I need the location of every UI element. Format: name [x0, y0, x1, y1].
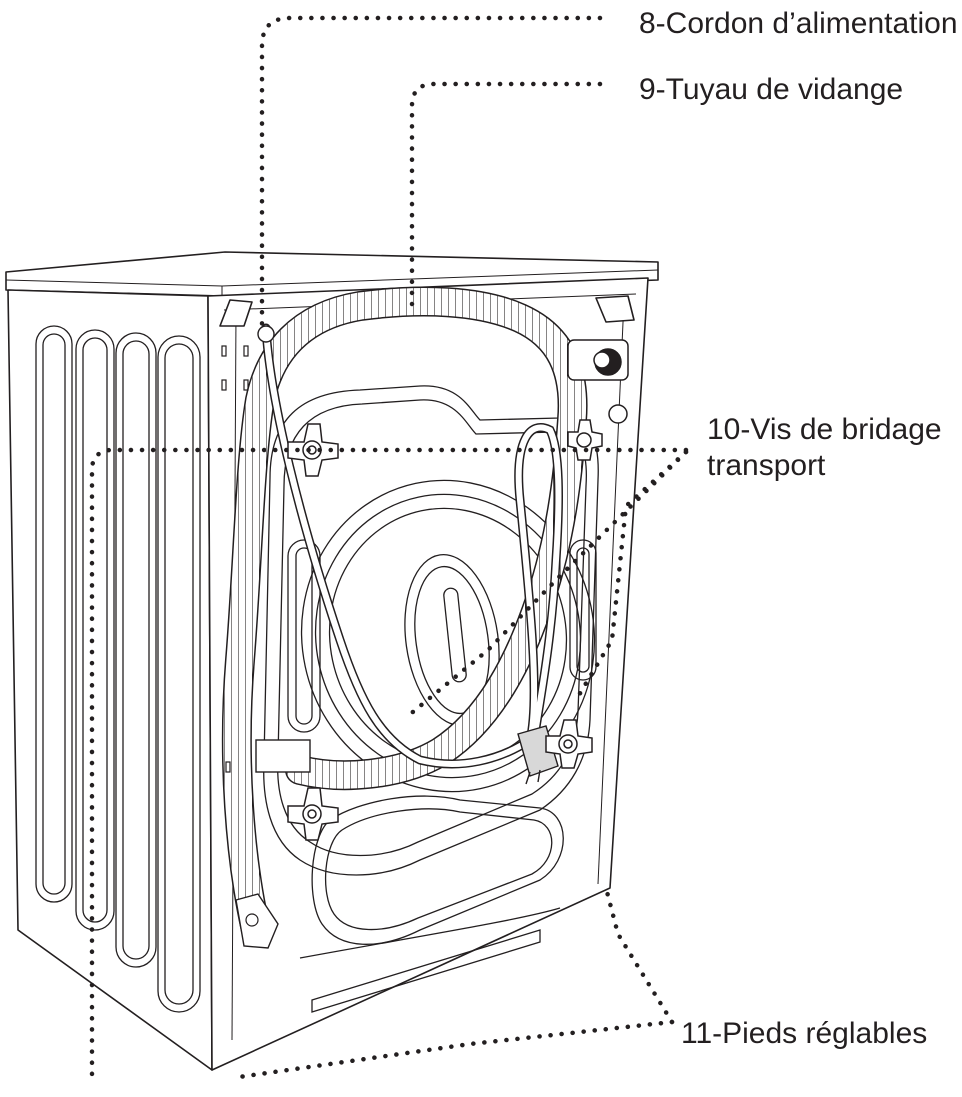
- drain-hose: [221, 286, 588, 949]
- leader-10-c: [405, 449, 689, 719]
- leader-10-a: [89, 447, 689, 1083]
- label-transport-bolts-line2: transport: [707, 449, 826, 482]
- leader-lines: [89, 15, 689, 1083]
- side-ribs: [35, 325, 201, 1013]
- bolt-bottom-right: [545, 719, 593, 769]
- leader-8: [259, 15, 603, 333]
- bolt-bottom-left: [287, 787, 339, 841]
- rear-recesses: [263, 385, 599, 1013]
- side-panel: [7, 289, 213, 1071]
- panel-slots: [221, 345, 249, 773]
- label-transport-bolts: 10-Vis de bridage transport: [707, 412, 942, 484]
- label-drain-hose: 9-Tuyau de vidange: [639, 73, 904, 106]
- leader-11-b: [229, 1019, 675, 1081]
- leader-9: [409, 81, 603, 313]
- inlet-valve: [567, 339, 629, 424]
- label-power-cord: 8-Cordon d’alimentation: [639, 7, 958, 40]
- label-adjustable-feet: 11-Pieds réglables: [681, 1017, 928, 1050]
- leader-11-a: [603, 885, 675, 1025]
- label-transport-bolts-line1: 10-Vis de bridage: [707, 413, 942, 446]
